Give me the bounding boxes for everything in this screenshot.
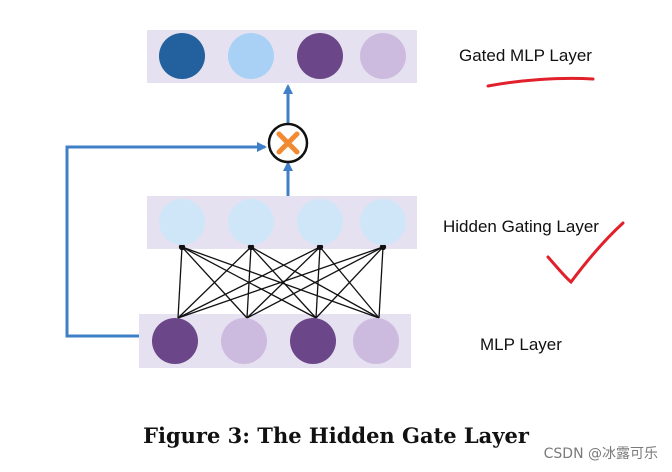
multiply-gate-icon	[267, 122, 309, 164]
edge-line	[177, 246, 321, 319]
edge-line	[246, 246, 321, 319]
red-underline-annotation	[486, 76, 595, 88]
gated-node	[159, 33, 205, 79]
mlp-node	[290, 318, 336, 364]
edge-line	[177, 246, 384, 319]
mlp-node	[353, 318, 399, 364]
mlp-node	[221, 318, 267, 364]
gated-node	[297, 33, 343, 79]
mlp-layer-label: MLP Layer	[480, 335, 562, 354]
edge-anchor	[247, 243, 255, 251]
mlp-layer-nodes	[152, 318, 399, 364]
mlp-node	[152, 318, 198, 364]
watermark: CSDN @冰露可乐	[543, 446, 658, 462]
gated-layer-nodes	[159, 33, 406, 79]
edge-line	[315, 246, 321, 319]
edge-line	[177, 246, 252, 319]
edge-line	[177, 246, 183, 319]
hidden-layer-nodes	[159, 199, 406, 245]
gated-node	[360, 33, 406, 79]
hidden-node	[159, 199, 205, 245]
red-checkmark-annotation	[546, 221, 625, 285]
gated-node	[228, 33, 274, 79]
hidden-gating-layer-label: Hidden Gating Layer	[443, 217, 599, 236]
fully-connected-edges	[177, 243, 387, 319]
skip-connection-arrow	[65, 142, 267, 338]
hidden-node	[228, 199, 274, 245]
hidden-node	[297, 199, 343, 245]
edge-anchor	[316, 243, 324, 251]
edge-anchor	[379, 243, 387, 251]
edge-line	[315, 246, 384, 319]
figure-caption: Figure 3: The Hidden Gate Layer	[143, 423, 529, 448]
gated-mlp-layer-label: Gated MLP Layer	[459, 46, 592, 65]
edge-anchor	[178, 243, 186, 251]
hidden-node	[360, 199, 406, 245]
edge-line	[246, 246, 384, 319]
edge-line	[378, 246, 384, 319]
